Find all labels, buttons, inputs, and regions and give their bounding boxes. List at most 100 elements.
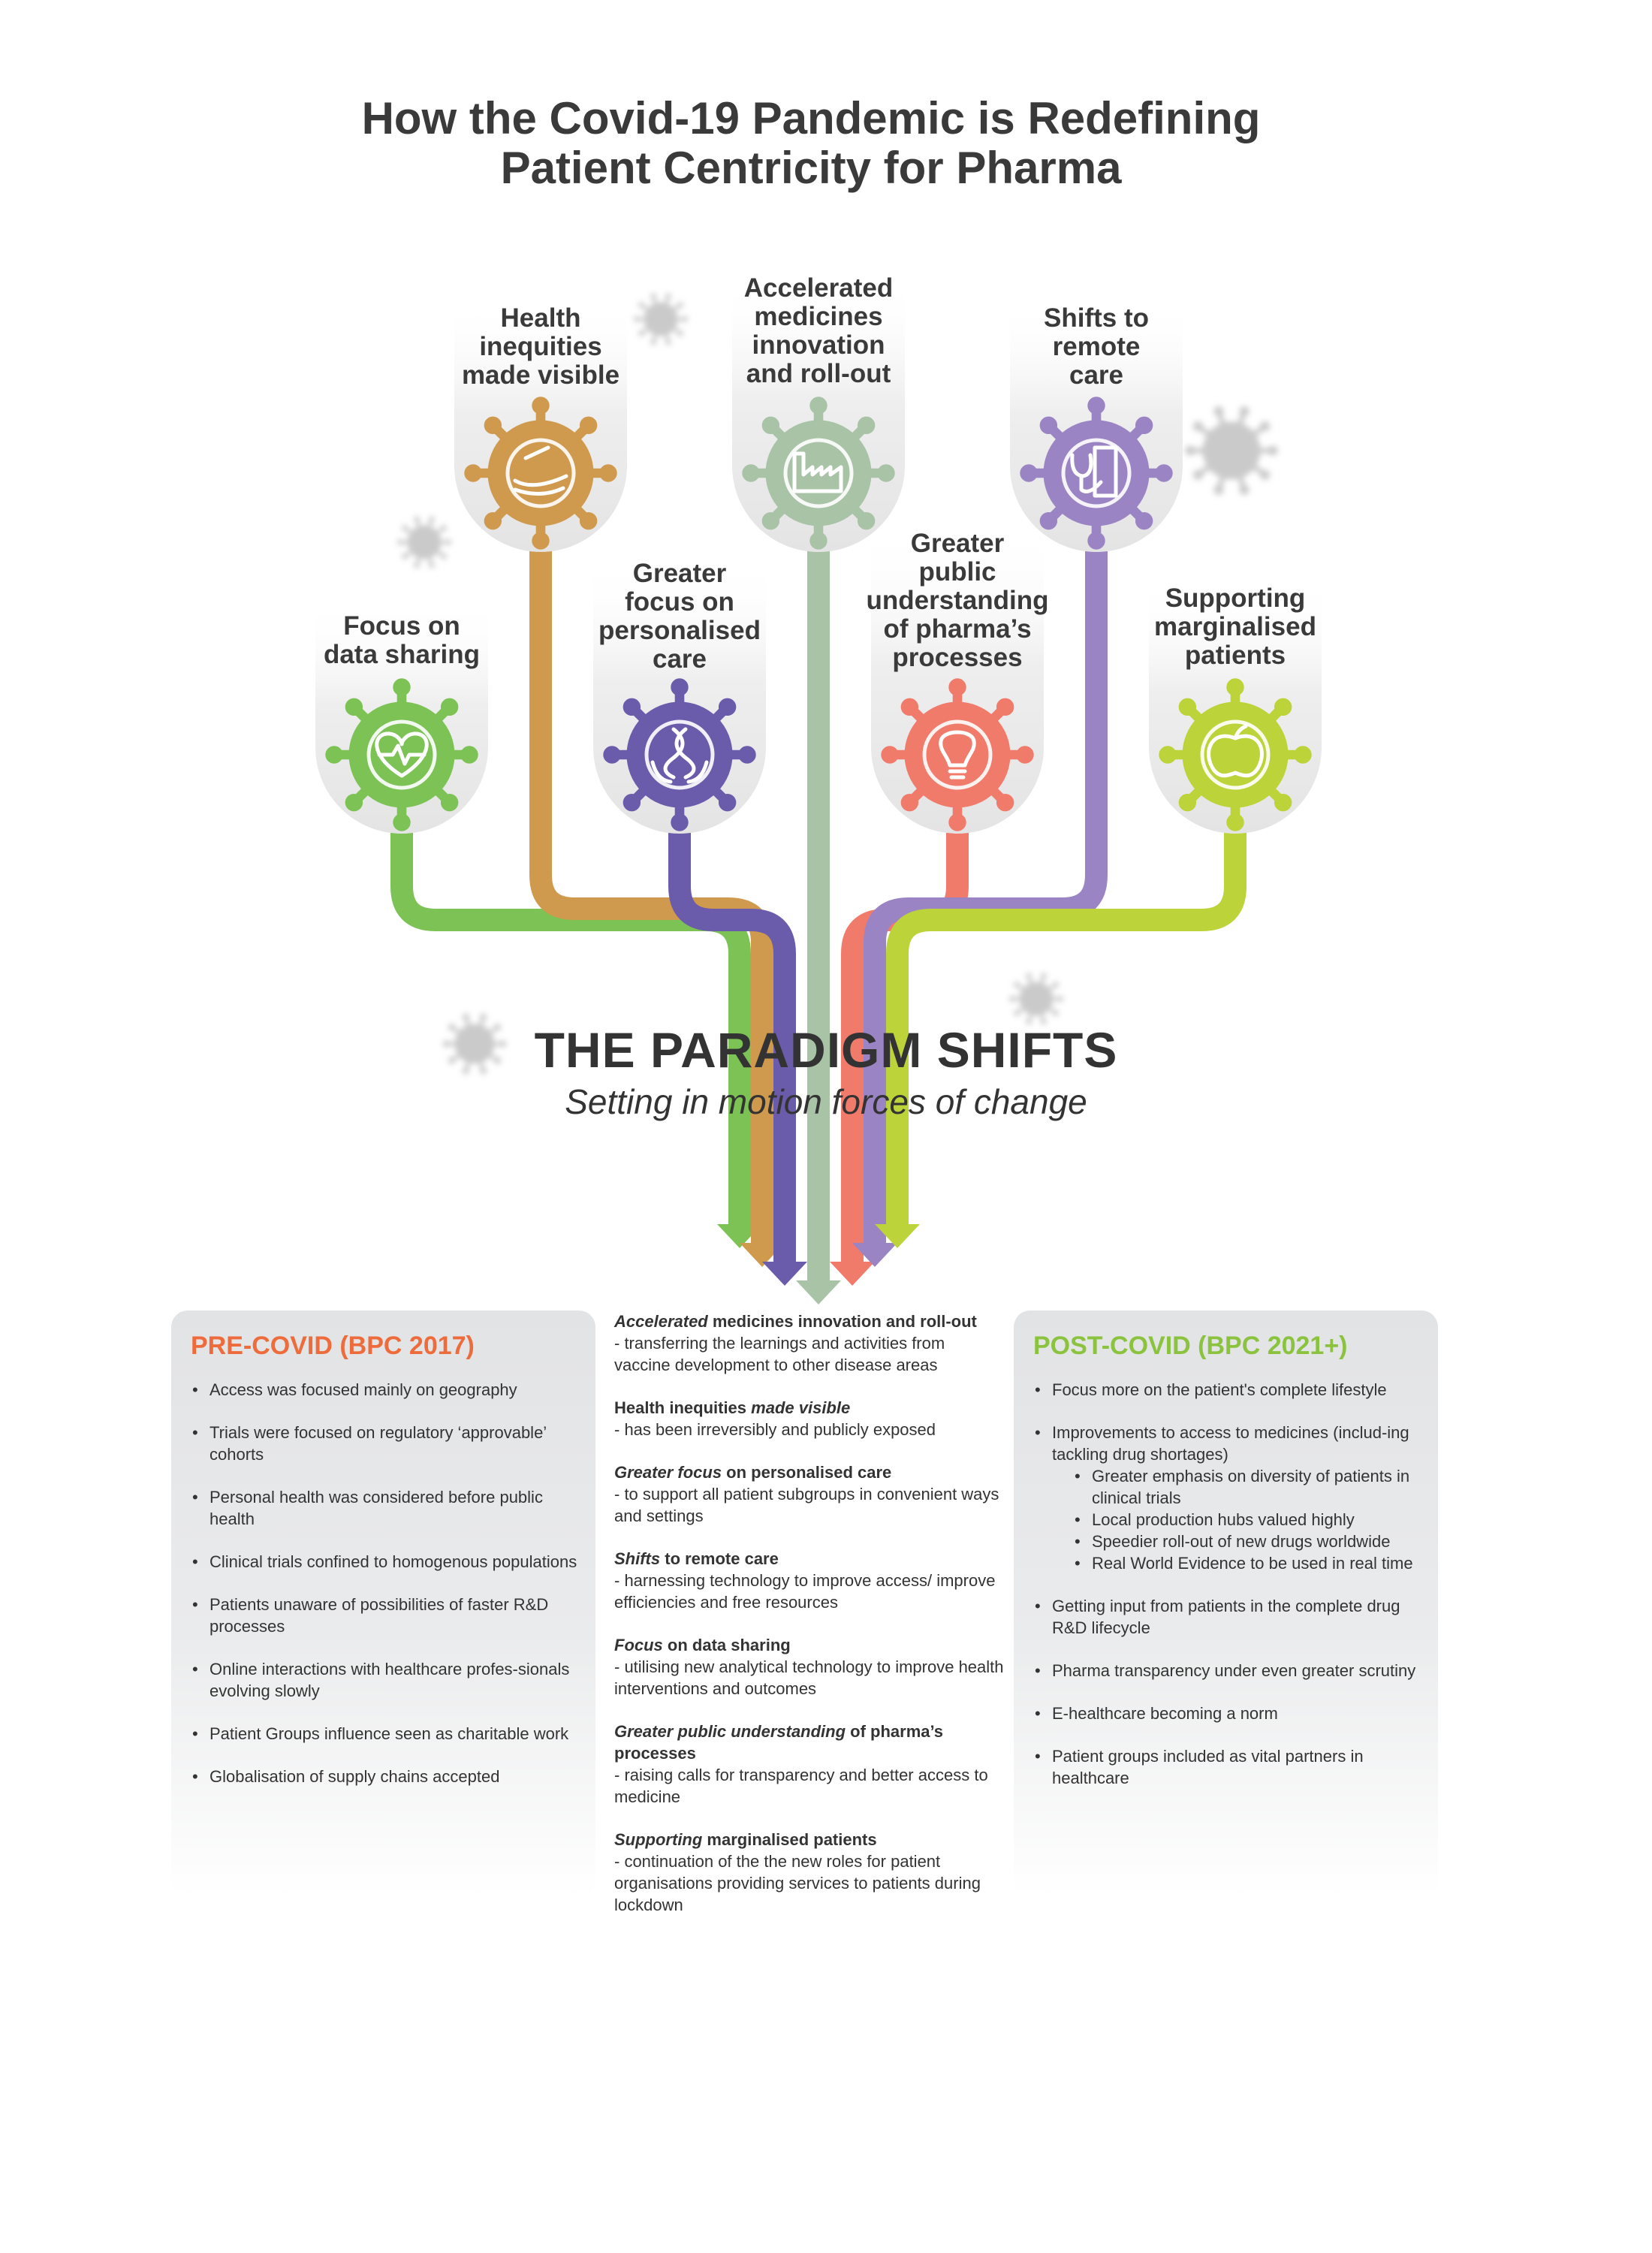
icon-glyph-ring: [1200, 719, 1271, 790]
pre-covid-item: Patient Groups influence seen as charita…: [191, 1723, 579, 1745]
arrow-head-personalised-care: [762, 1262, 807, 1286]
icon-glyph: [1207, 724, 1264, 778]
pre-covid-title: PRE-COVID (BPC 2017): [191, 1332, 475, 1360]
pre-covid-list: Access was focused mainly on geographyTr…: [191, 1379, 579, 1787]
post-covid-item-text: E-healthcare becoming a norm: [1052, 1704, 1278, 1723]
shift-description: Shifts to remote care- harnessing techno…: [614, 1548, 1005, 1613]
paradigm-shift-descriptions: Accelerated medicines innovation and rol…: [614, 1310, 1005, 1937]
post-covid-list: Focus more on the patient's complete lif…: [1033, 1379, 1421, 1789]
background-virus-icon: [634, 293, 688, 345]
shift-label-line: Greater: [911, 529, 1005, 558]
heading-emphasis: made visible: [751, 1398, 851, 1417]
shift-label-line: focus on: [625, 587, 734, 617]
post-covid-item: E-healthcare becoming a norm: [1033, 1703, 1421, 1724]
branch-marginalised-patients: [886, 755, 1247, 1224]
heading-part: marginalised patients: [702, 1830, 877, 1849]
post-covid-item-text: Getting input from patients in the compl…: [1052, 1597, 1400, 1637]
heading-emphasis: Greater focus: [614, 1463, 722, 1482]
branch-personalised-care: [668, 755, 796, 1262]
shift-label-line: data sharing: [324, 640, 480, 669]
shift-description-text: - utilising new analytical technology to…: [614, 1657, 1004, 1698]
icon-glyph-ring: [1061, 438, 1132, 508]
branch-data-sharing: [390, 755, 751, 1224]
icon-glyph: [375, 731, 429, 778]
post-covid-item: Getting input from patients in the compl…: [1033, 1595, 1421, 1639]
post-covid-subitem: Greater emphasis on diversity of patient…: [1073, 1465, 1421, 1509]
arrow-head-remote-care: [852, 1243, 897, 1267]
heading-part: on data sharing: [662, 1636, 791, 1654]
heading-emphasis: Focus: [614, 1636, 663, 1654]
arrow-head-marginalised-patients: [875, 1224, 920, 1248]
post-covid-item-text: Patient groups included as vital partner…: [1052, 1747, 1364, 1787]
shift-label-line: and roll-out: [746, 359, 891, 388]
shift-description-heading: Supporting marginalised patients: [614, 1829, 1005, 1850]
shift-description-text: - transferring the learnings and activit…: [614, 1334, 945, 1374]
icon-glyph: [1070, 445, 1118, 498]
pre-covid-item: Trials were focused on regulatory ‘appro…: [191, 1422, 579, 1465]
post-covid-panel: POST-COVID (BPC 2021+) Focus more on the…: [1014, 1310, 1438, 1896]
branch-paths: [390, 473, 1247, 1304]
heading-part: on personalised care: [722, 1463, 892, 1482]
icon-glyph-ring: [783, 438, 854, 508]
shift-description-text: - to support all patient subgroups in co…: [614, 1485, 999, 1525]
shift-description: Focus on data sharing- utilising new ana…: [614, 1634, 1005, 1700]
shift-label-line: personalised: [598, 616, 761, 645]
heading-emphasis: Supporting: [614, 1830, 703, 1849]
page-title: How the Covid-19 Pandemic is Redefining …: [225, 94, 1397, 193]
shift-label-line: Greater: [633, 559, 727, 588]
pre-covid-item: Personal health was considered before pu…: [191, 1486, 579, 1530]
post-covid-item-text: Focus more on the patient's complete lif…: [1052, 1380, 1387, 1399]
shift-label-line: Accelerated: [744, 273, 893, 303]
background-virus-icon: [1009, 973, 1063, 1025]
post-covid-item: Improvements to access to medicines (inc…: [1033, 1422, 1421, 1574]
icon-glyph-ring: [644, 719, 715, 790]
shift-label-line: innovation: [752, 330, 885, 360]
post-covid-subitem: Speedier roll-out of new drugs worldwide: [1073, 1531, 1421, 1552]
icon-glyph-ring: [505, 438, 576, 508]
icon-glyph: [939, 730, 976, 780]
shift-description-heading: Greater focus on personalised care: [614, 1461, 1005, 1483]
post-covid-subitem: Local production hubs valued highly: [1073, 1509, 1421, 1531]
shift-label-line: medicines: [754, 302, 882, 331]
shift-description: Supporting marginalised patients- contin…: [614, 1829, 1005, 1916]
background-virus-icon: [442, 1013, 507, 1075]
shift-label-line: Focus on: [343, 611, 460, 641]
shift-label-line: patients: [1185, 641, 1286, 670]
shift-label-line: care: [653, 644, 707, 674]
shift-label-line: marginalised: [1154, 612, 1316, 641]
title-line-2: Patient Centricity for Pharma: [500, 143, 1122, 193]
heading-emphasis: Accelerated: [614, 1312, 708, 1331]
shift-description-text: - harnessing technology to improve acces…: [614, 1571, 996, 1612]
pre-covid-item: Patients unaware of possibilities of fas…: [191, 1594, 579, 1637]
icon-glyph-ring: [922, 719, 993, 790]
shift-label-line: care: [1069, 360, 1123, 390]
pre-covid-item: Globalisation of supply chains accepted: [191, 1766, 579, 1787]
post-covid-title: POST-COVID (BPC 2021+): [1033, 1332, 1348, 1360]
heading-part: medicines innovation and roll-out: [707, 1312, 977, 1331]
shift-label-line: public: [918, 557, 996, 587]
shift-label-line: Supporting: [1165, 584, 1306, 613]
pre-covid-item: Clinical trials confined to homogenous p…: [191, 1551, 579, 1573]
post-covid-item: Patient groups included as vital partner…: [1033, 1745, 1421, 1789]
icon-glyph: [513, 445, 568, 496]
shift-description: Greater focus on personalised care- to s…: [614, 1461, 1005, 1527]
post-covid-item-text: Pharma transparency under even greater s…: [1052, 1661, 1416, 1680]
icon-glyph: [650, 727, 709, 784]
shift-description-text: - has been irreversibly and publicly exp…: [614, 1420, 936, 1439]
shift-description-heading: Focus on data sharing: [614, 1634, 1005, 1656]
post-covid-sublist: Greater emphasis on diversity of patient…: [1052, 1465, 1421, 1574]
shift-label-line: of pharma’s: [883, 614, 1031, 644]
heading-part: to remote care: [660, 1549, 779, 1568]
shift-description-text: - raising calls for transparency and bet…: [614, 1766, 988, 1806]
pre-covid-item: Access was focused mainly on geography: [191, 1379, 579, 1401]
post-covid-item: Pharma transparency under even greater s…: [1033, 1660, 1421, 1681]
shift-label-line: Shifts to: [1044, 303, 1149, 333]
pre-covid-panel: PRE-COVID (BPC 2017) Access was focused …: [171, 1310, 595, 1896]
background-virus-icon: [1185, 406, 1278, 495]
